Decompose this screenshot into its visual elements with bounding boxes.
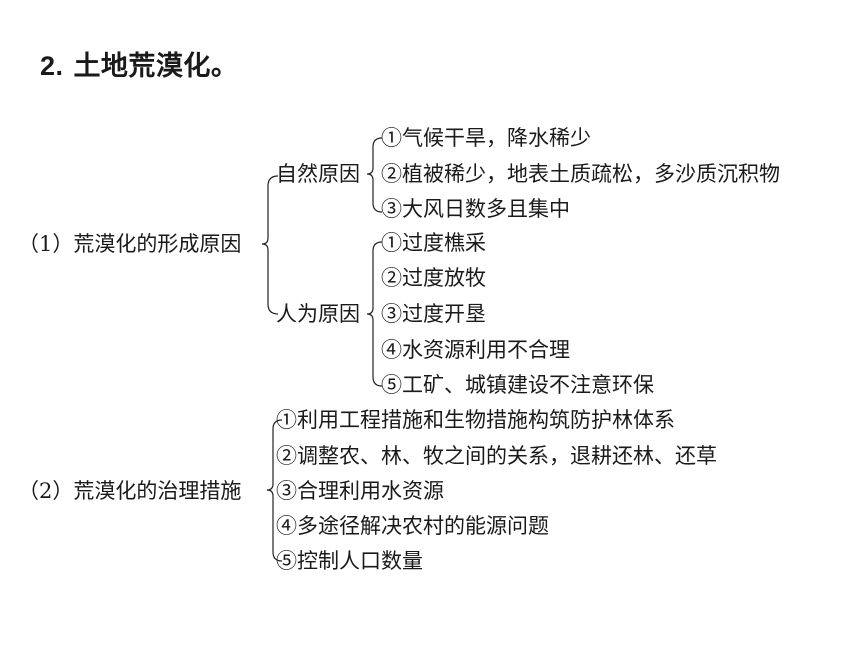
bracket-human	[366, 241, 383, 387]
human-item: ⑤工矿、城镇建设不注意环保	[381, 373, 654, 397]
human-causes-label: 人为原因	[276, 302, 360, 326]
section2-label: （2）荒漠化的治理措施	[18, 479, 242, 503]
measure-item: ②调整农、林、牧之间的关系，退耕还林、还草	[276, 444, 717, 468]
natural-causes-label: 自然原因	[276, 162, 360, 186]
human-item: ②过度放牧	[381, 266, 486, 290]
bracket-section2	[266, 419, 283, 562]
page-title: 2. 土地荒漠化。	[40, 44, 238, 83]
measure-item: ①利用工程措施和生物措施构筑防护林体系	[276, 408, 675, 432]
measure-item: ④多途径解决农村的能源问题	[276, 514, 549, 538]
natural-item: ①气候干旱，降水稀少	[381, 126, 591, 150]
human-item: ③过度开垦	[381, 302, 486, 326]
natural-item: ②植被稀少，地表土质疏松，多沙质沉积物	[381, 162, 780, 186]
bracket-section1	[261, 175, 279, 315]
measure-item: ⑤控制人口数量	[276, 549, 423, 573]
human-item: ①过度樵采	[381, 231, 486, 255]
natural-item: ③大风日数多且集中	[381, 197, 570, 221]
section1-label: （1）荒漠化的形成原因	[18, 232, 242, 256]
measure-item: ③合理利用水资源	[276, 479, 444, 503]
title-text: 土地荒漠化。	[73, 51, 239, 82]
title-number: 2.	[40, 51, 64, 81]
bracket-natural	[366, 137, 383, 213]
human-item: ④水资源利用不合理	[381, 338, 570, 362]
